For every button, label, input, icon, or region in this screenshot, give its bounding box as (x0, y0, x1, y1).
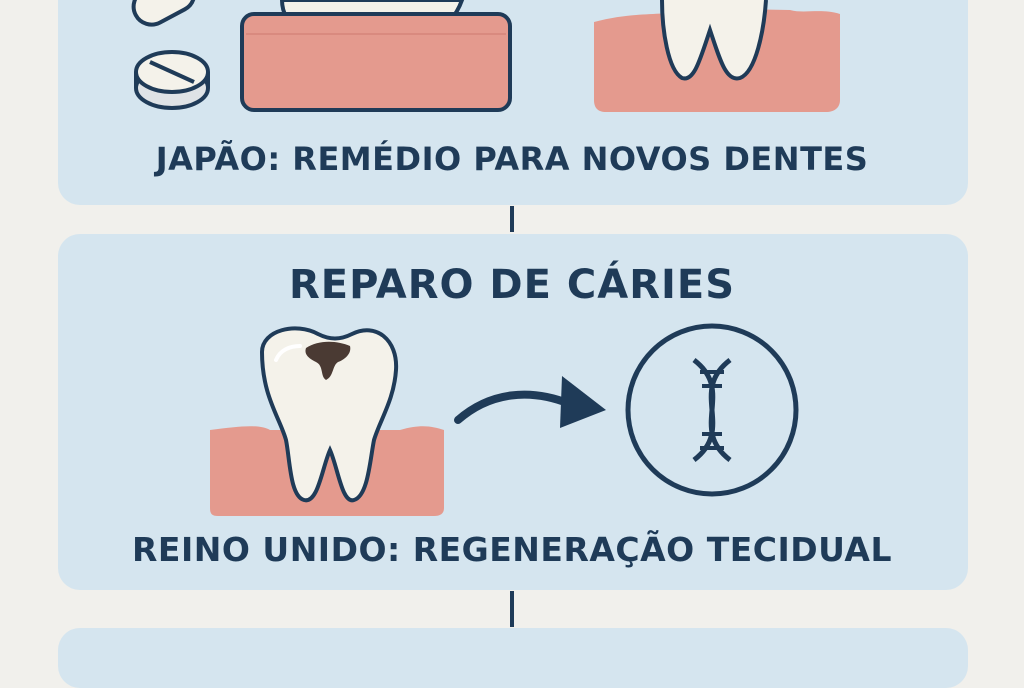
panel-caries (58, 234, 968, 590)
connector-line (510, 591, 514, 627)
japan-illustrations (131, 0, 840, 112)
section-title: REPARO DE CÁRIES (288, 262, 736, 308)
pill-icon (131, 0, 197, 27)
connector-line (510, 206, 514, 232)
caption-japan: JAPÃO: REMÉDIO PARA NOVOS DENTES (155, 140, 869, 178)
gum-icon (210, 426, 444, 516)
caries-illustrations (210, 323, 799, 516)
arrow-right-icon (454, 376, 606, 428)
gum-icon (240, 0, 512, 112)
decayed-tooth-icon (259, 326, 399, 503)
panel-next (58, 628, 968, 688)
dna-icon (625, 323, 799, 497)
caption-uk: REINO UNIDO: REGENERAÇÃO TECIDUAL (132, 530, 892, 569)
tooth-icon (594, 0, 840, 112)
tablet-icon (134, 50, 210, 110)
